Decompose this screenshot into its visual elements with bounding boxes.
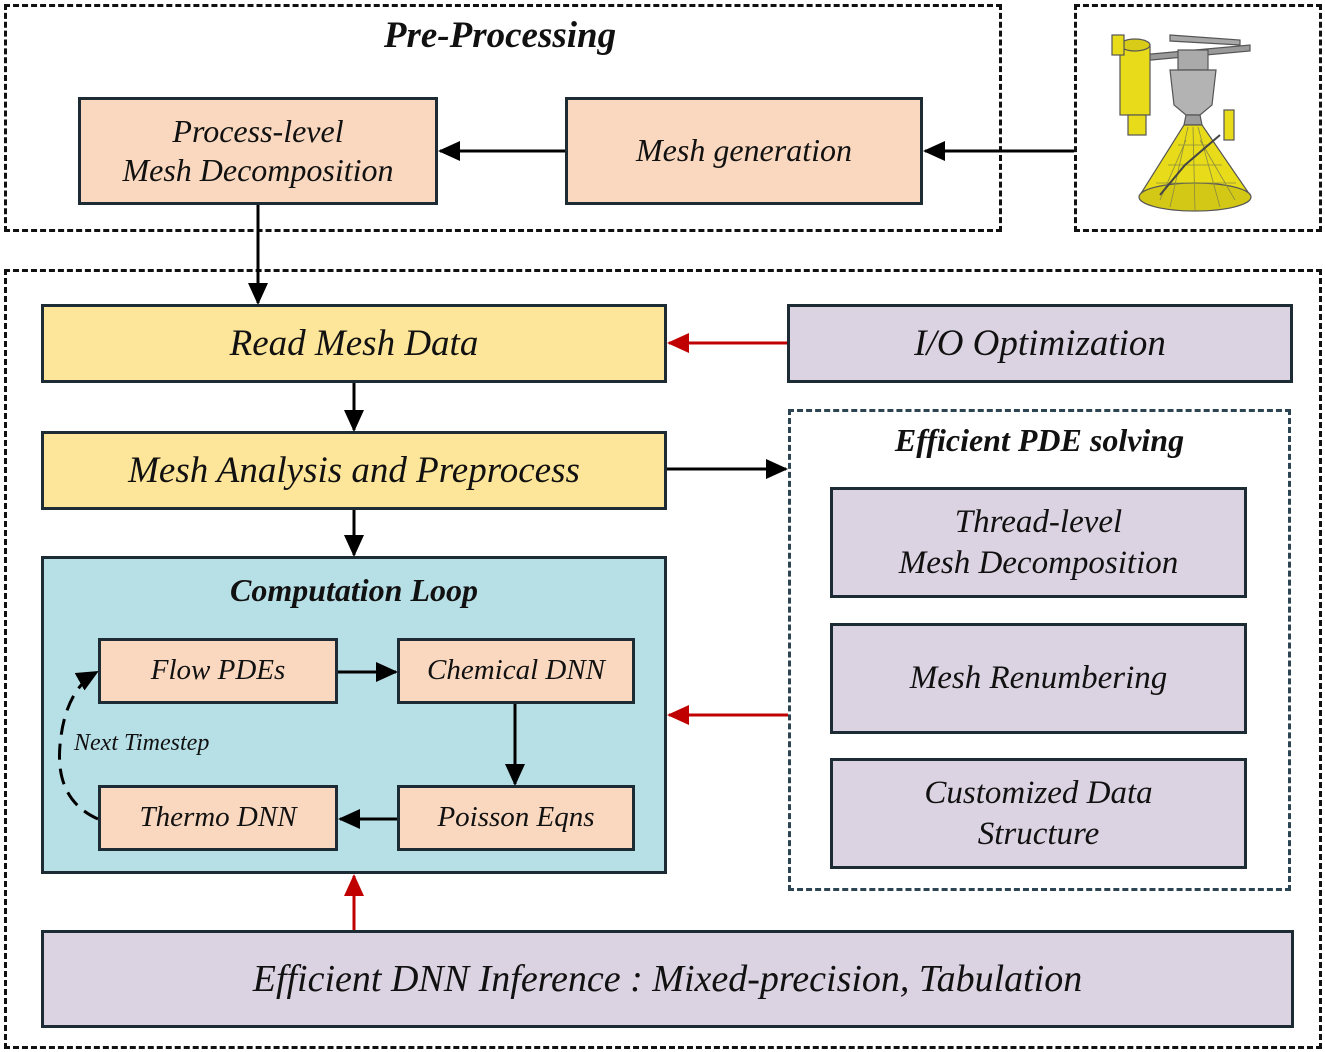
engine-image-region: [1074, 4, 1322, 232]
custom-data-line-1: Customized Data: [924, 775, 1153, 812]
computation-loop-title: Computation Loop: [229, 572, 479, 608]
custom-data-line-2: Structure: [977, 815, 1100, 852]
preprocessing-title: Pre-Processing: [383, 15, 617, 56]
read-mesh-data-box: Read Mesh Data: [41, 304, 667, 383]
rocket-engine-mesh-icon: [1111, 34, 1252, 212]
io-optimization-box: I/O Optimization: [787, 304, 1293, 383]
main-solver-region: [4, 269, 1322, 1049]
mesh-analysis-box: Mesh Analysis and Preprocess: [41, 431, 667, 510]
dnn-inference-box: Efficient DNN Inference : Mixed-precisio…: [41, 930, 1294, 1028]
flow-pdes-box: Flow PDEs: [98, 638, 338, 704]
efficient-pde-title: Efficient PDE solving: [894, 422, 1185, 458]
thread-level-line-1: Thread-level: [954, 504, 1123, 541]
next-timestep-label: Next Timestep: [74, 730, 210, 756]
process-level-line-1: Process-level: [172, 112, 344, 149]
thread-level-decomposition-box: Thread-level Mesh Decomposition: [830, 487, 1247, 598]
chemical-dnn-box: Chemical DNN: [397, 638, 635, 704]
poisson-eqns-box: Poisson Eqns: [397, 785, 635, 851]
process-level-line-2: Mesh Decomposition: [122, 152, 394, 188]
thermo-dnn-box: Thermo DNN: [98, 785, 338, 851]
thread-level-line-2: Mesh Decomposition: [898, 544, 1179, 581]
process-level-decomposition-box: Process-level Mesh Decomposition: [78, 97, 438, 205]
mesh-generation-box: Mesh generation: [565, 97, 923, 205]
customized-data-structure-box: Customized Data Structure: [830, 758, 1247, 869]
arrow-next-timestep: [57, 670, 99, 821]
preprocessing-region: [4, 4, 1002, 232]
mesh-renumbering-box: Mesh Renumbering: [830, 623, 1247, 734]
efficient-pde-region: [788, 409, 1291, 891]
